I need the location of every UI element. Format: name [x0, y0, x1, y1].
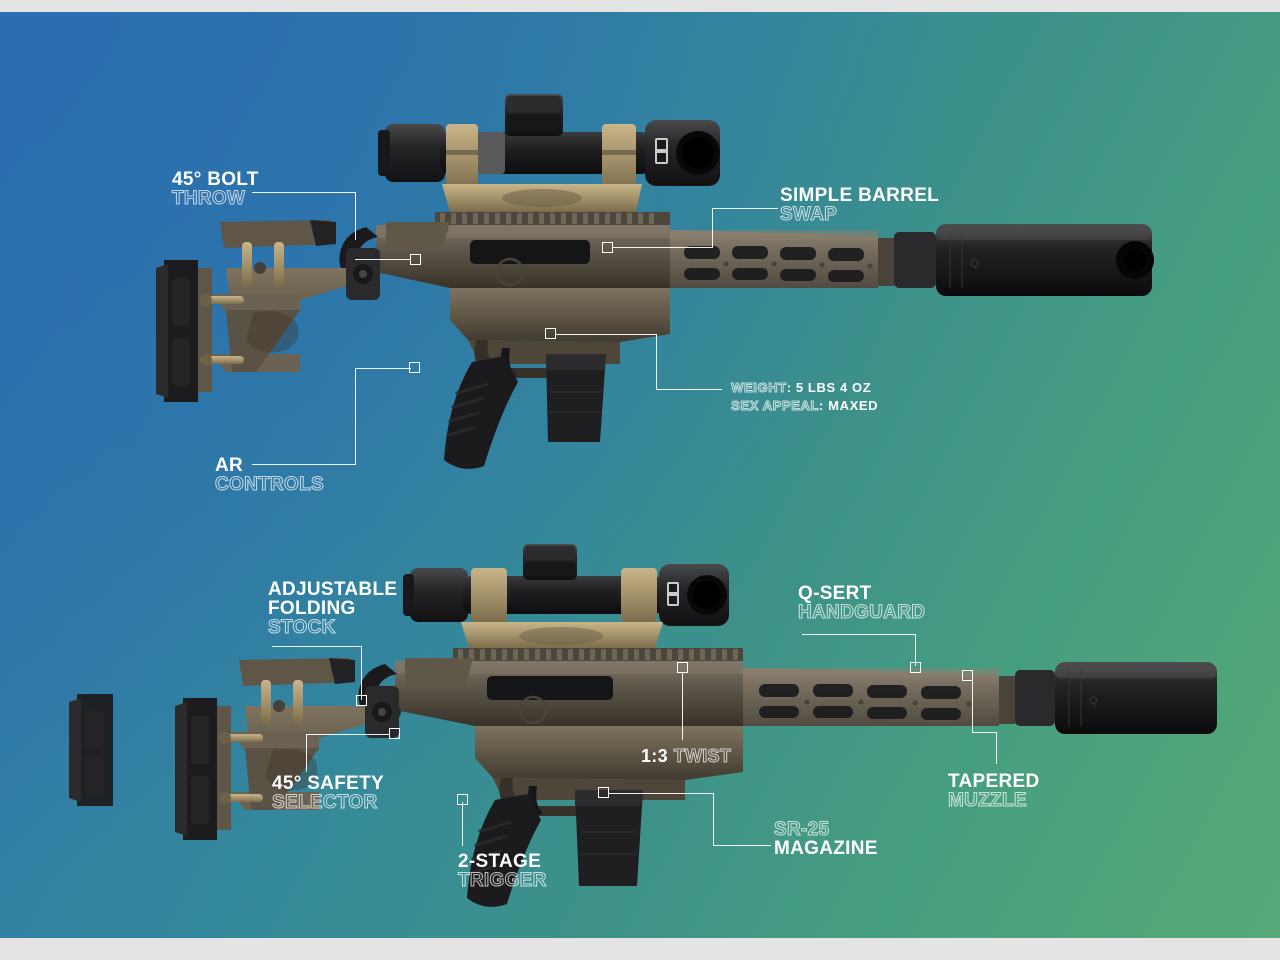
leader-barrel-swap-h2 [612, 247, 713, 249]
leader-twist-v [682, 672, 684, 740]
marker-twist-rate[interactable] [677, 662, 688, 673]
leader-barrel-swap-v [712, 208, 714, 248]
rifle-bottom-illustration: Q [55, 544, 1225, 934]
callout-magazine-solid: MAGAZINE [774, 838, 878, 859]
leader-bolt-throw-v [355, 192, 357, 240]
leader-bolt-throw-h [252, 192, 356, 194]
folding-stock-bottom [69, 658, 365, 840]
marker-barrel-swap[interactable] [602, 242, 613, 253]
marker-sr25-magazine[interactable] [598, 787, 609, 798]
callout-magazine-outline: SR-25 [774, 819, 830, 840]
svg-text:Q: Q [970, 258, 979, 270]
callout-trigger-outline: TRIGGER [458, 870, 547, 891]
leader-ar-h2 [355, 368, 411, 370]
rifle-top-illustration: Q [150, 72, 1160, 472]
leader-safety-v [306, 734, 308, 772]
callout-twist-solid: 1:3 [641, 746, 668, 766]
leader-magazine-v [713, 793, 715, 846]
leader-muzzle-v [996, 732, 998, 764]
leader-specs-h2 [556, 334, 657, 336]
m-lok-handguard-top [670, 230, 894, 288]
spec-sex-appeal-label: SEX APPEAL [731, 398, 820, 413]
callout-simple-barrel-solid: SIMPLE BARREL [780, 185, 940, 206]
lower-receiver-bottom [467, 726, 743, 907]
picatinny-rail-bottom [453, 648, 743, 661]
folding-stock-top [156, 220, 346, 402]
marker-two-stage-trigger[interactable] [457, 794, 468, 805]
marker-bolt-throw[interactable] [410, 254, 421, 265]
lower-receiver-top [444, 288, 670, 469]
leader-safety-h [306, 734, 390, 736]
folding-hinge-top [346, 248, 380, 300]
callout-bolt-throw-outline: THROW [172, 188, 246, 209]
callout-safety-solid: 45° SAFETY [272, 773, 384, 794]
leader-muzzle-v2 [972, 676, 974, 733]
leader-barrel-swap-h [712, 208, 778, 210]
callout-safety-text: 45° SAFETY SELECTOR [272, 773, 384, 813]
callout-qsert-text: Q-SERT HANDGUARD [797, 583, 926, 623]
marker-adjustable-folding-stock[interactable] [356, 695, 367, 706]
leader-afs-h [272, 646, 362, 648]
callout-magazine-text: SR-25 MAGAZINE [774, 819, 878, 859]
callout-muzzle-outline: MUZZLE [947, 790, 1027, 811]
m-lok-handguard-bottom [743, 668, 1015, 726]
callout-muzzle-text: TAPERED MUZZLE [947, 771, 1040, 811]
callout-ar-outline: CONTROLS [214, 474, 325, 495]
scope-assembly-bottom [403, 544, 729, 648]
marker-specs[interactable] [545, 328, 556, 339]
marker-q-sert-handguard[interactable] [910, 662, 921, 673]
callout-qsert-solid: Q-SERT [798, 583, 872, 604]
marker-tapered-muzzle[interactable] [962, 670, 973, 681]
callout-afs-text: ADJUSTABLE FOLDING STOCK [267, 579, 398, 638]
spec-weight-value: : 5 LBS 4 OZ [786, 380, 872, 395]
leader-muzzle-h [972, 732, 997, 734]
leader-ar-h [252, 464, 356, 466]
spec-sex-appeal-value: : MAXED [819, 398, 879, 413]
callout-simple-barrel-outline: SWAP [779, 204, 838, 225]
leader-magazine-h [713, 845, 771, 847]
upper-receiver-top [339, 222, 670, 291]
suppressor-bottom: Q [1015, 662, 1217, 734]
upper-receiver-bottom [358, 658, 743, 729]
callout-spec-weight: WEIGHT: 5 LBS 4 OZ [727, 380, 872, 395]
svg-text:Q: Q [1089, 695, 1098, 707]
callout-qsert-outline: HANDGUARD [797, 602, 926, 623]
callout-twist-outline: TWIST [673, 746, 732, 766]
callout-bolt-throw-solid: 45° BOLT [172, 169, 259, 190]
suppressor-top: Q [894, 224, 1154, 296]
callout-simple-barrel-swap-text: SIMPLE BARREL SWAP [779, 185, 940, 225]
callout-afs-solid-2: FOLDING [268, 598, 356, 619]
callout-safety-outline: SELECTOR [272, 792, 378, 813]
callout-afs-solid-1: ADJUSTABLE [268, 579, 398, 600]
top-frame-bar [0, 0, 1280, 12]
leader-specs-v [656, 334, 658, 390]
leader-bolt-throw-h2 [355, 259, 411, 261]
spec-weight-label: WEIGHT [731, 380, 787, 395]
folding-hinge-bottom [365, 686, 399, 738]
leader-qsert-h [802, 634, 916, 636]
leader-qsert-v [915, 634, 917, 666]
leader-afs-v [361, 646, 363, 700]
bottom-frame-bar [0, 938, 1280, 960]
leader-magazine-h2 [609, 793, 714, 795]
callout-ar-controls-text: AR CONTROLS [214, 455, 325, 495]
gradient-canvas: Q [0, 12, 1280, 938]
callout-ar-solid: AR [215, 455, 244, 476]
marker-ar-controls[interactable] [409, 362, 420, 373]
leader-ar-v [355, 368, 357, 465]
picatinny-rail-top [435, 212, 670, 225]
callout-afs-outline: STOCK [267, 617, 336, 638]
callout-spec-sex-appeal: SEX APPEAL: MAXED [727, 398, 879, 413]
marker-safety-selector[interactable] [389, 728, 400, 739]
scope-assembly-top [378, 94, 720, 212]
leader-trigger-v [462, 802, 464, 846]
callout-trigger-solid: 2-STAGE [458, 851, 542, 872]
callout-muzzle-solid: TAPERED [948, 771, 1040, 792]
callout-trigger-text: 2-STAGE TRIGGER [458, 851, 547, 891]
callout-bolt-throw-text: 45° BOLT THROW [172, 169, 259, 209]
leader-specs-h [656, 389, 722, 391]
